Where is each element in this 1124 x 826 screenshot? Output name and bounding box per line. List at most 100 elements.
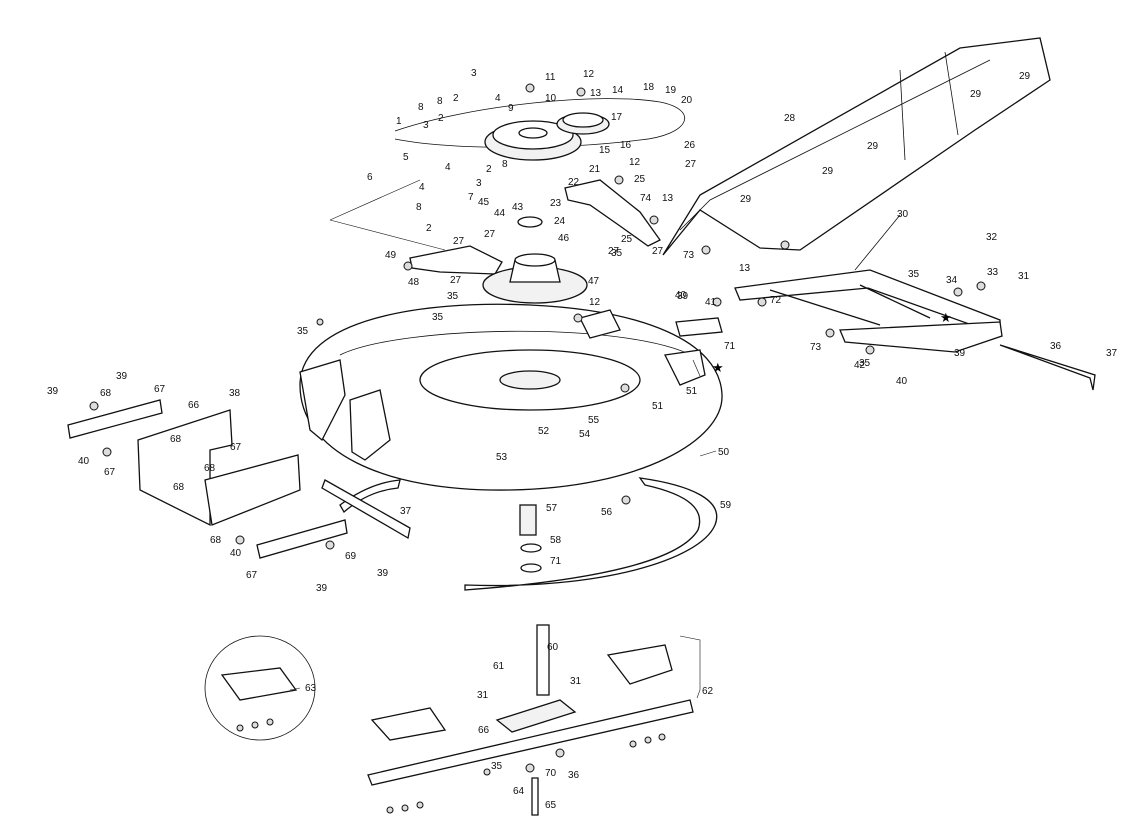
part-label: 33 (987, 267, 999, 278)
upper-strap (67, 399, 163, 439)
part-label: 3 (471, 68, 477, 79)
leader-lines (289, 179, 717, 699)
part-label: 66 (478, 725, 490, 736)
part-label: 57 (546, 503, 558, 514)
part-label: 54 (579, 429, 591, 440)
part-label: 35 (297, 326, 309, 337)
part-label: 68 (210, 535, 222, 546)
part-label: 62 (702, 686, 714, 697)
part-label: 27 (652, 246, 664, 257)
part-label: 20 (681, 95, 693, 106)
part-label: 58 (550, 535, 562, 546)
idler-pulley (556, 112, 610, 135)
part-label: 24 (554, 216, 566, 227)
spacer-tube (519, 504, 537, 536)
part-label: 41 (705, 297, 717, 308)
part-label: 4 (419, 182, 425, 193)
part-label: 8 (416, 202, 422, 213)
part-label: 50 (718, 447, 730, 458)
part-label: 52 (538, 426, 550, 437)
part-label: 68 (170, 434, 182, 445)
idler-arm-plate (564, 179, 661, 247)
part-label: 61 (493, 661, 505, 672)
part-label: 13 (590, 88, 602, 99)
discharge-chute (662, 37, 1051, 256)
part-label: 36 (1050, 341, 1062, 352)
spindle-shaft (536, 624, 550, 696)
part-label: 29 (867, 141, 879, 152)
part-label: 51 (652, 401, 664, 412)
part-label: 9 (508, 103, 514, 114)
part-label: 30 (897, 209, 909, 220)
part-label: 12 (629, 157, 641, 168)
part-label: 25 (634, 174, 646, 185)
part-label: 71 (550, 556, 562, 567)
left-mount-plate-2 (204, 454, 301, 526)
part-label: 46 (558, 233, 570, 244)
part-label: 68 (100, 388, 112, 399)
washer-56 (520, 543, 542, 553)
part-label: 27 (450, 275, 462, 286)
part-label: 36 (568, 770, 580, 781)
part-label: 67 (230, 442, 242, 453)
part-label: 8 (502, 159, 508, 170)
part-label: 16 (620, 140, 632, 151)
part-label: 60 (547, 642, 559, 653)
part-label: 4 (445, 162, 451, 173)
part-label: 35 (491, 761, 503, 772)
part-label: 68 (173, 482, 185, 493)
part-label: 44 (494, 208, 506, 219)
rod-36-right (999, 344, 1096, 391)
part-label: 65 (545, 800, 557, 811)
part-label: 47 (588, 276, 600, 287)
tension-spring (854, 214, 901, 271)
rear-frame (734, 269, 1003, 353)
part-label: 29 (1019, 71, 1031, 82)
rod-36-left (321, 479, 411, 540)
part-label: 2 (426, 223, 432, 234)
deck-cover-plate (675, 317, 723, 337)
part-label: 40 (230, 548, 242, 559)
part-label: 1 (396, 116, 402, 127)
part-label: 35 (432, 312, 444, 323)
part-label: 5 (403, 152, 409, 163)
part-label: 39 (116, 371, 128, 382)
part-label: 31 (477, 690, 489, 701)
part-label: 37 (400, 506, 412, 517)
deck-skirt-ring (464, 477, 718, 591)
blade-clip-right (606, 644, 673, 685)
part-label: 25 (621, 234, 633, 245)
part-label: 55 (588, 415, 600, 426)
part-label: 27 (453, 236, 465, 247)
part-label: 40 (78, 456, 90, 467)
part-label: 2 (453, 93, 459, 104)
part-label: 27 (484, 229, 496, 240)
part-label: 31 (1018, 271, 1030, 282)
part-label: 2 (438, 113, 444, 124)
part-label: 8 (418, 102, 424, 113)
part-label: 28 (784, 113, 796, 124)
part-label: 31 (570, 676, 582, 687)
part-label: 12 (589, 297, 601, 308)
blade-bolt (531, 777, 539, 816)
spindle-housing (482, 253, 588, 304)
part-label: 2 (486, 164, 492, 175)
main-pulley (484, 120, 582, 161)
part-label: 22 (568, 177, 580, 188)
part-label: 29 (970, 89, 982, 100)
part-label: 43 (512, 202, 524, 213)
hardware (89, 83, 986, 814)
part-label: 7 (468, 192, 474, 203)
part-label: 35 (859, 358, 871, 369)
part-label: 42 (854, 360, 866, 371)
part-label: 39 (954, 348, 966, 359)
part-label: 18 (643, 82, 655, 93)
part-label: 68 (204, 463, 216, 474)
part-label: 19 (665, 85, 677, 96)
part-label: 45 (478, 197, 490, 208)
part-label: 74 (640, 193, 652, 204)
marker-star-frame: ★ (940, 311, 952, 326)
part-label: 32 (986, 232, 998, 243)
